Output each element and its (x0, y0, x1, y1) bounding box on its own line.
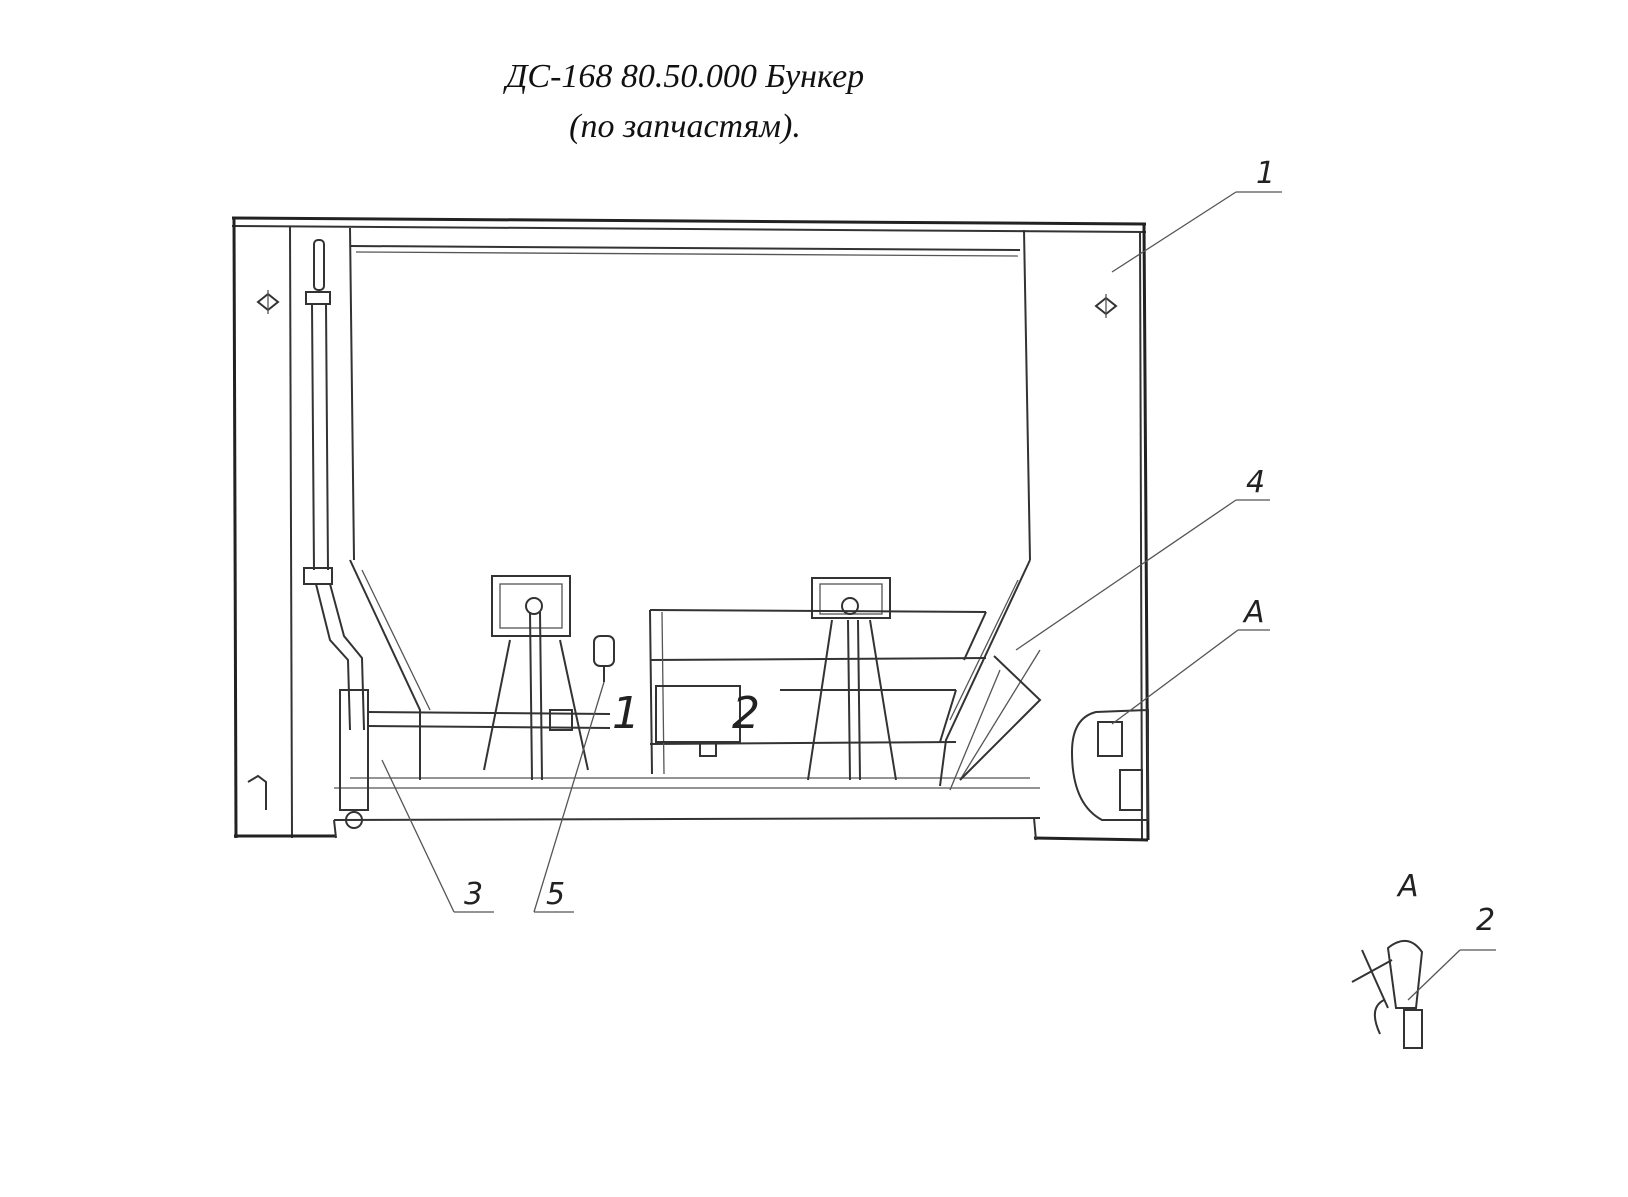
mounting-hole-left (256, 290, 280, 314)
diagonal-brace (949, 655, 1042, 791)
callout-1: 1 (1256, 156, 1275, 191)
callout-a: A (1242, 595, 1265, 630)
callout-3: 3 (464, 877, 483, 912)
vertical-pipe (303, 239, 369, 829)
bunker-frame (231, 216, 1150, 842)
callout-5: 5 (546, 877, 565, 912)
drawing-title: ДС-168 80.50.000 Бункер (505, 58, 865, 95)
auger-drum (649, 609, 987, 775)
callout-4: 4 (1246, 465, 1265, 500)
right-bearing-support (807, 577, 897, 781)
drawing-subtitle: (по запчастям). (569, 108, 801, 145)
leader-lines (381, 191, 1282, 913)
callout-inner-1: 1 (612, 688, 640, 739)
detail-view-a (1351, 940, 1496, 1049)
left-bearing-support (483, 575, 589, 781)
detail-callout-2: 2 (1476, 903, 1495, 938)
horizontal-shaft (367, 709, 611, 731)
detail-a-title: A (1396, 869, 1419, 904)
grease-fitting (593, 635, 615, 682)
hook-bracket (247, 774, 267, 810)
hopper-walls (349, 559, 1041, 787)
drive-unit-a (1070, 708, 1149, 821)
callout-inner-2: 2 (732, 688, 760, 739)
mounting-hole-right (1094, 294, 1118, 318)
